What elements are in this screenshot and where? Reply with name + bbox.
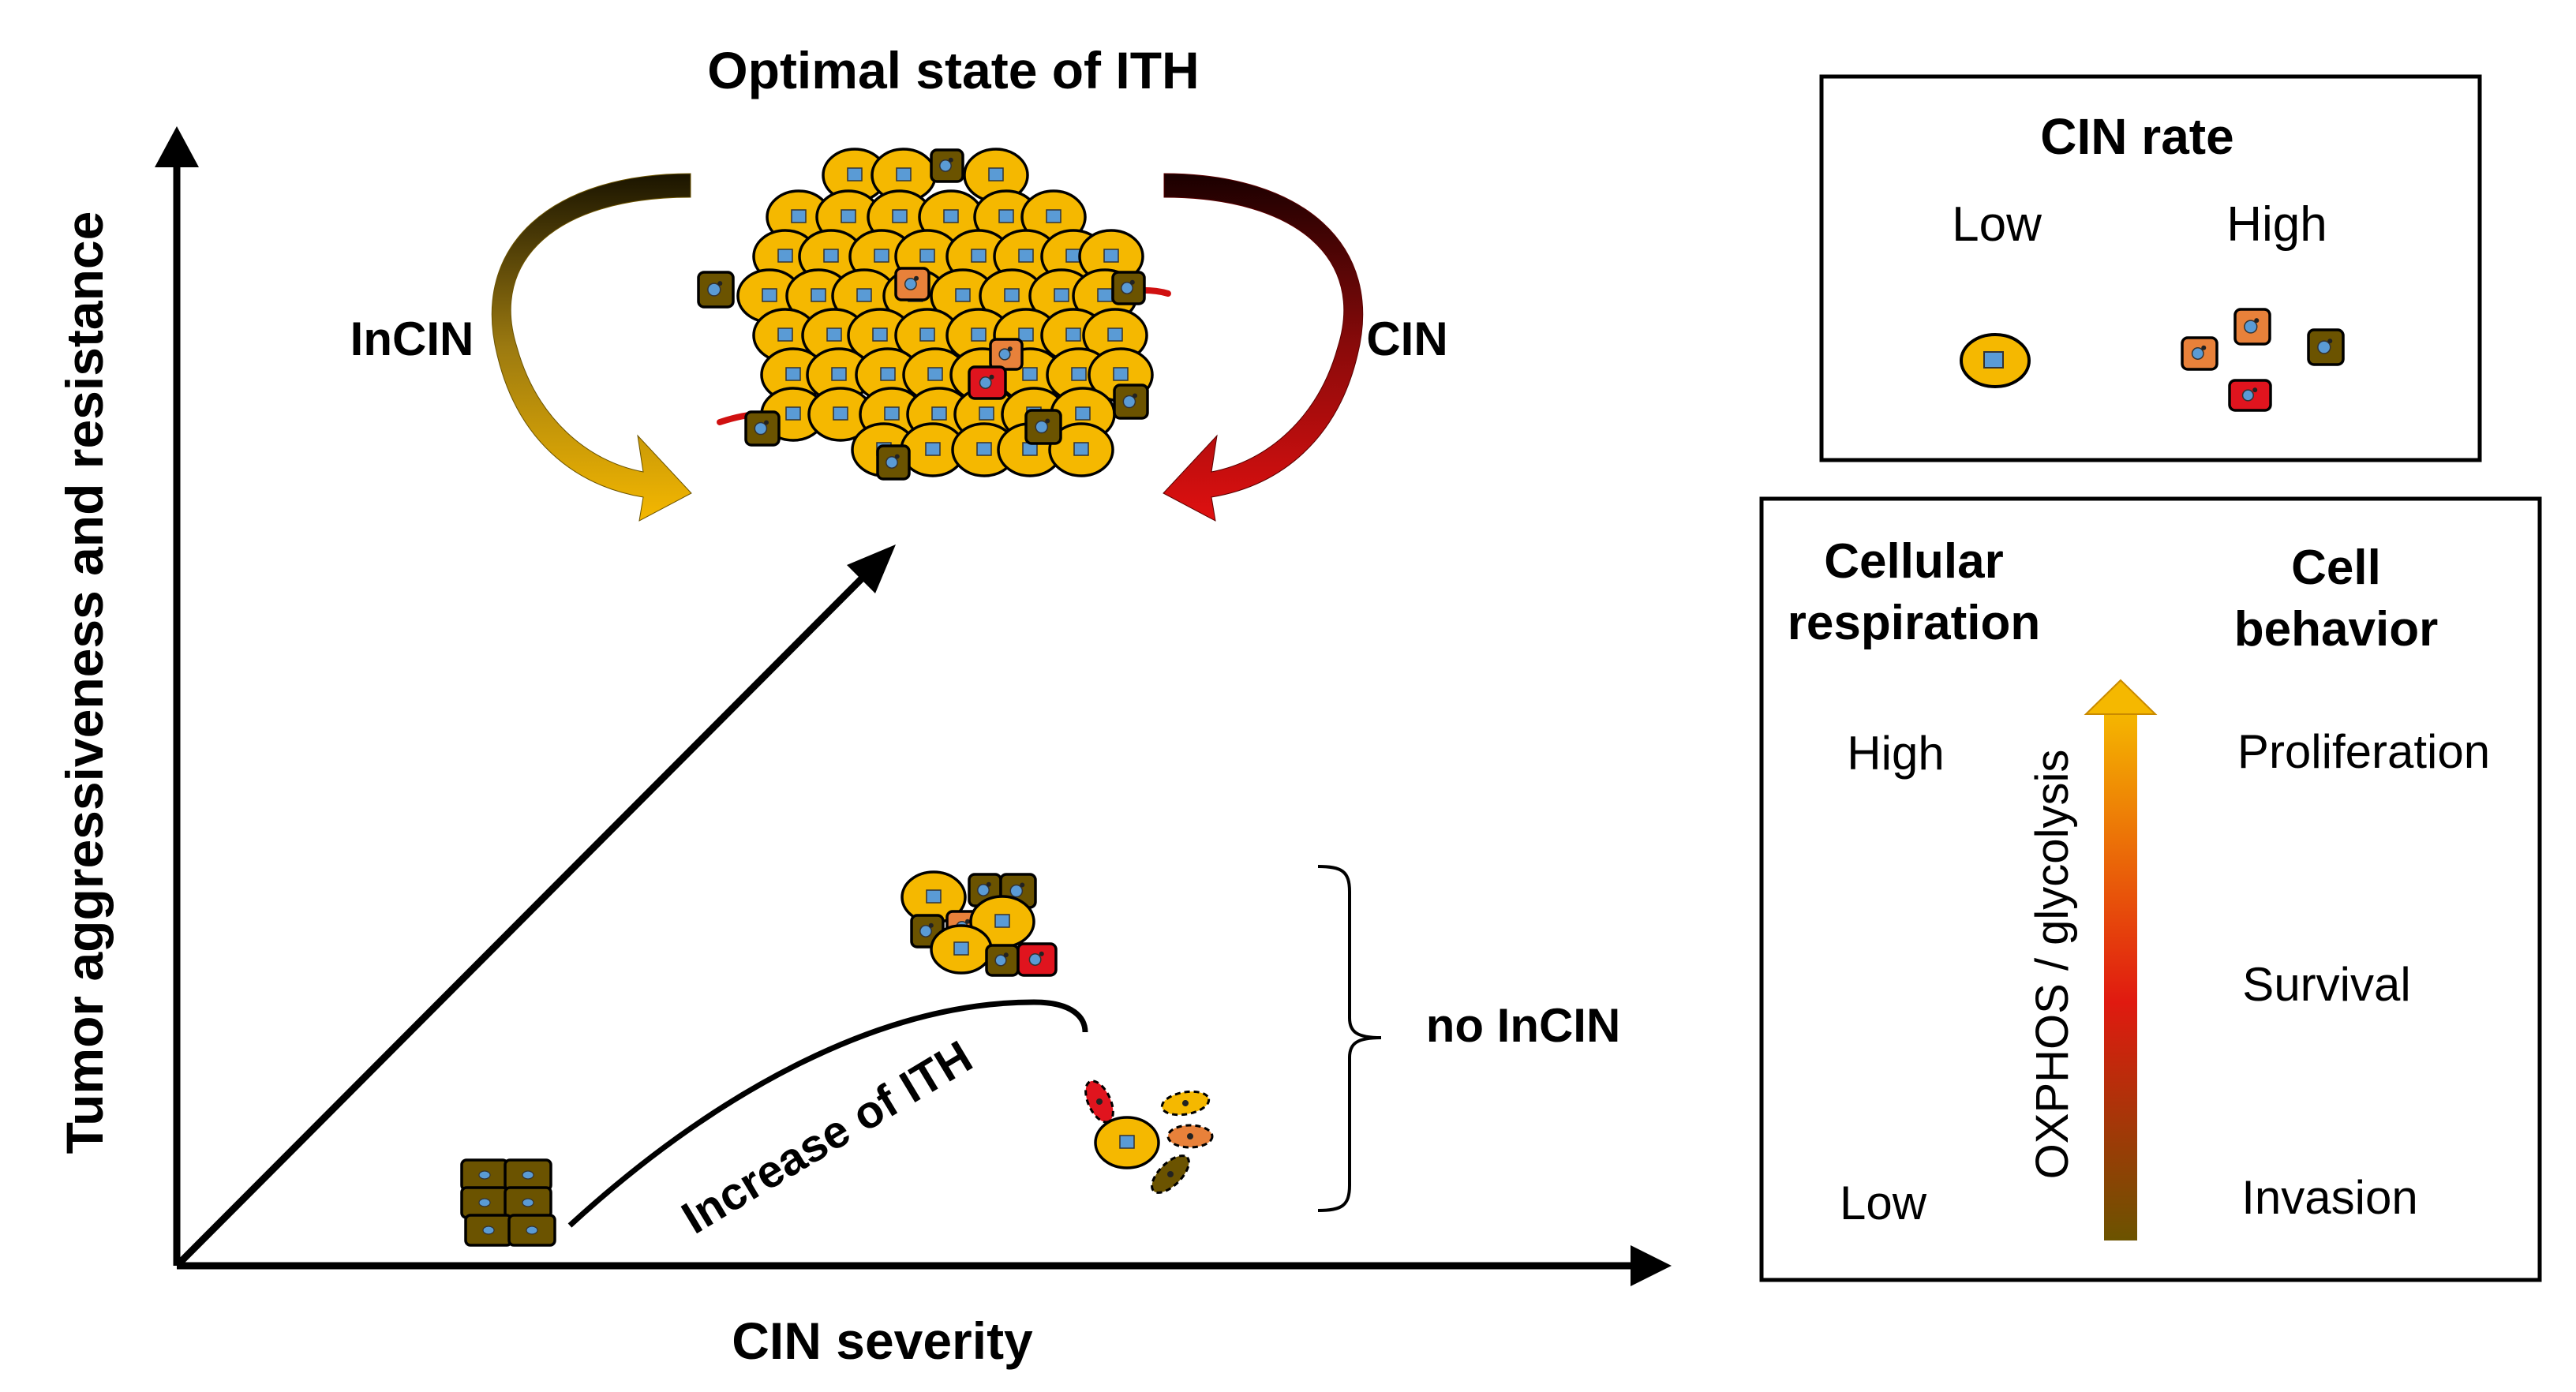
brown-cell	[460, 1186, 509, 1219]
yellow-cell	[807, 387, 874, 442]
incin-label: InCIN	[350, 312, 474, 365]
behavior-survival: Survival	[2242, 958, 2410, 1011]
cin-rate-title: CIN rate	[2040, 108, 2233, 165]
orange-cell-icon	[2233, 308, 2271, 346]
cin-rate-low: Low	[1952, 197, 2042, 252]
yellow-cell	[930, 924, 993, 975]
yellow-cell	[1160, 1090, 1211, 1117]
orange-cell-icon	[2181, 336, 2218, 371]
x-axis	[177, 1245, 1672, 1286]
low-cin-cell-icon	[1960, 333, 2031, 388]
brown-cell	[985, 944, 1020, 977]
brown-cell	[1024, 409, 1062, 445]
cin-rate-panel: CIN rate Low High	[1819, 74, 2482, 462]
yellow-cell	[969, 895, 1035, 949]
behavior-title-line1: Cell	[2291, 541, 2381, 595]
incin-curved-arrow	[491, 173, 692, 522]
small-cell-cluster	[900, 870, 1058, 977]
orange-cell	[1166, 1124, 1214, 1149]
brown-cell	[876, 444, 911, 481]
red-cell	[968, 365, 1007, 400]
brown-cell-block	[460, 1158, 556, 1247]
yellow-cell	[1048, 422, 1114, 477]
orange-cell	[989, 338, 1024, 371]
brown-cell	[507, 1214, 556, 1247]
diagonal-arrow	[177, 544, 896, 1266]
brown-cell	[504, 1186, 552, 1219]
ith-curve-label: Increase of ITH	[673, 1031, 981, 1244]
respiration-low: Low	[1840, 1177, 1927, 1229]
high-cin-cell-icons	[2181, 308, 2345, 412]
y-axis-label: Tumor aggressiveness and resistance	[55, 211, 114, 1154]
behavior-proliferation: Proliferation	[2237, 725, 2490, 778]
brown-cell	[504, 1158, 552, 1192]
brown-cell	[930, 148, 964, 183]
cin-rate-high: High	[2226, 197, 2327, 252]
brown-cell	[464, 1214, 513, 1247]
gradient-label: OXPHOS / glycolysis	[2027, 750, 2078, 1180]
brown-cell	[460, 1158, 509, 1192]
orange-cell	[894, 267, 930, 301]
brown-cell	[1113, 384, 1149, 420]
brown-cell	[1111, 271, 1146, 305]
respiration-high: High	[1847, 727, 1944, 780]
brown-cell	[697, 271, 735, 309]
no-incin-bracket	[1317, 865, 1382, 1212]
x-axis-label: CIN severity	[732, 1312, 1033, 1370]
brown-cell-icon	[2307, 328, 2345, 366]
respiration-title-line2: respiration	[1788, 596, 2040, 650]
red-cell-icon	[2228, 379, 2272, 412]
brown-cell	[744, 410, 781, 447]
behavior-title-line2: behavior	[2234, 602, 2438, 657]
yellow-cell	[760, 347, 826, 402]
brown-cell	[1151, 1154, 1190, 1194]
cin-curved-arrow	[1163, 173, 1364, 522]
gradient-arrow	[2084, 679, 2158, 1240]
ith-curve	[567, 999, 1088, 1228]
respiration-title-line1: Cellular	[1824, 534, 2003, 589]
scattered-cells	[1084, 1080, 1214, 1194]
yellow-cell	[1094, 1116, 1160, 1169]
diagram-title: Optimal state of ITH	[707, 41, 1199, 99]
cin-label: CIN	[1366, 312, 1447, 365]
red-cell	[1017, 942, 1058, 977]
no-incin-label: no InCIN	[1426, 999, 1621, 1052]
behavior-invasion: Invasion	[2241, 1171, 2417, 1224]
yellow-cell	[963, 148, 1029, 203]
y-axis	[155, 126, 199, 1266]
tumor-cluster	[697, 148, 1171, 481]
respiration-panel: Cellular respiration Cell behavior High …	[1759, 496, 2542, 1282]
